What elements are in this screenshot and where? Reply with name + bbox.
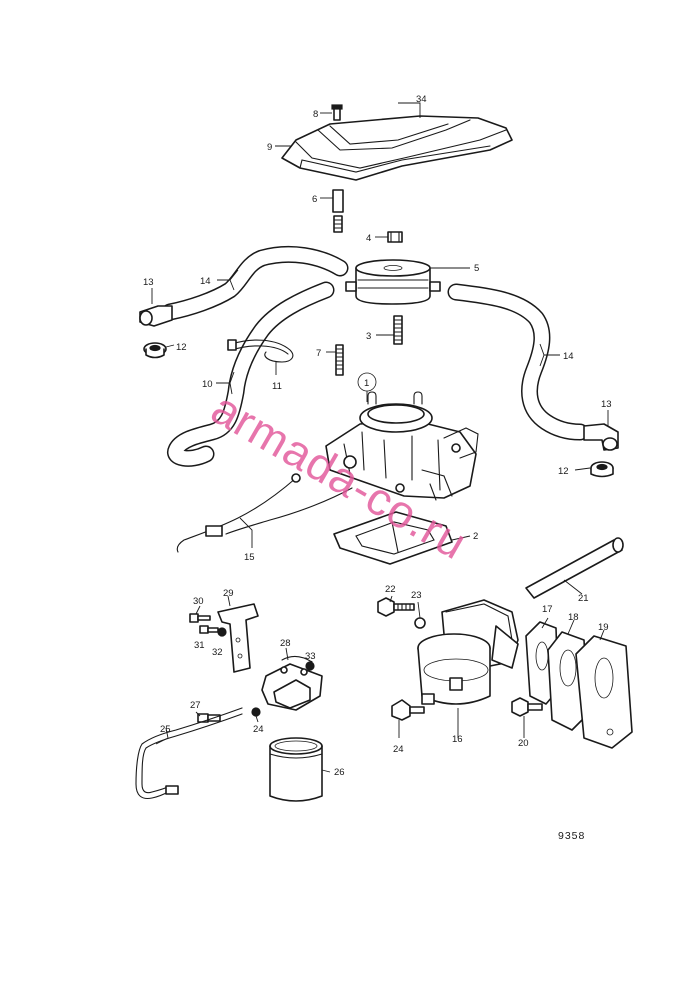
label-7: 7 — [316, 348, 321, 359]
hose-left-upper — [161, 245, 349, 321]
label-25: 25 — [160, 724, 171, 735]
label-14-right: 14 — [563, 351, 574, 362]
spacer — [332, 189, 344, 233]
label-21: 21 — [578, 593, 589, 604]
label-18: 18 — [568, 612, 579, 623]
label-14-left: 14 — [200, 276, 211, 287]
label-13-left: 13 — [143, 277, 154, 288]
grommet-right — [590, 461, 614, 478]
grommet-left — [143, 342, 167, 359]
label-3: 3 — [366, 331, 371, 342]
elbow-right — [583, 423, 619, 451]
elbow-left — [139, 305, 173, 327]
label-11: 11 — [272, 381, 282, 392]
pump-bolt-20 — [511, 697, 543, 717]
filter-bracket — [217, 603, 259, 673]
label-28: 28 — [280, 638, 291, 649]
filter-head — [261, 655, 323, 711]
label-12-right: 12 — [558, 466, 569, 477]
pump-bolt-22 — [377, 597, 415, 617]
label-24-filter: 24 — [253, 724, 264, 735]
label-1: 1 — [364, 378, 369, 389]
label-8: 8 — [313, 109, 318, 120]
label-6: 6 — [312, 194, 317, 205]
bracket-bolt-30 — [189, 613, 211, 623]
center-stud — [393, 315, 403, 345]
label-4: 4 — [366, 233, 371, 244]
filter-fitting-27 — [197, 713, 221, 723]
label-30: 30 — [193, 596, 204, 607]
label-2: 2 — [473, 531, 478, 542]
fuel-line — [135, 707, 243, 800]
choke-wire — [176, 473, 353, 553]
label-9: 9 — [267, 142, 272, 153]
bracket-nut-32 — [217, 627, 227, 637]
air-cleaner-cover — [281, 115, 513, 181]
wing-nut — [387, 231, 403, 243]
label-27: 27 — [190, 700, 201, 711]
hose-clamp — [227, 339, 294, 363]
label-15: 15 — [244, 552, 255, 563]
label-19: 19 — [598, 622, 609, 633]
label-29: 29 — [223, 588, 234, 599]
label-12-left: 12 — [176, 342, 187, 353]
label-23: 23 — [411, 590, 422, 601]
fuel-pump — [417, 599, 519, 705]
pump-bolt-24 — [391, 699, 425, 721]
carburetor-callout — [357, 372, 377, 402]
label-16: 16 — [452, 734, 463, 745]
label-34: 34 — [416, 94, 427, 105]
flame-arrestor — [345, 259, 441, 305]
label-33: 33 — [305, 651, 316, 662]
leader-lines — [151, 102, 609, 773]
hose-left-lower — [166, 281, 335, 467]
label-17: 17 — [542, 604, 553, 615]
cover-screw — [331, 104, 343, 121]
label-31: 31 — [194, 640, 205, 651]
label-5: 5 — [474, 263, 479, 274]
mounting-stud — [335, 344, 344, 376]
hose-right — [447, 283, 589, 441]
carburetor-gasket — [333, 511, 453, 565]
label-26: 26 — [334, 767, 345, 778]
filter-element — [269, 737, 323, 802]
carburetor — [325, 391, 479, 501]
label-32: 32 — [212, 647, 223, 658]
label-22: 22 — [385, 584, 396, 595]
label-13-right: 13 — [601, 399, 612, 410]
pushrod — [525, 537, 624, 599]
bracket-bolt-31 — [199, 625, 219, 634]
label-20: 20 — [518, 738, 529, 749]
figure-number: 9358 — [558, 830, 585, 842]
filter-nut-33 — [305, 661, 315, 671]
pump-plate-19 — [575, 635, 633, 749]
label-10: 10 — [202, 379, 213, 390]
label-24-pump: 24 — [393, 744, 404, 755]
lock-washer — [414, 617, 426, 629]
filter-washer-24 — [251, 707, 261, 717]
